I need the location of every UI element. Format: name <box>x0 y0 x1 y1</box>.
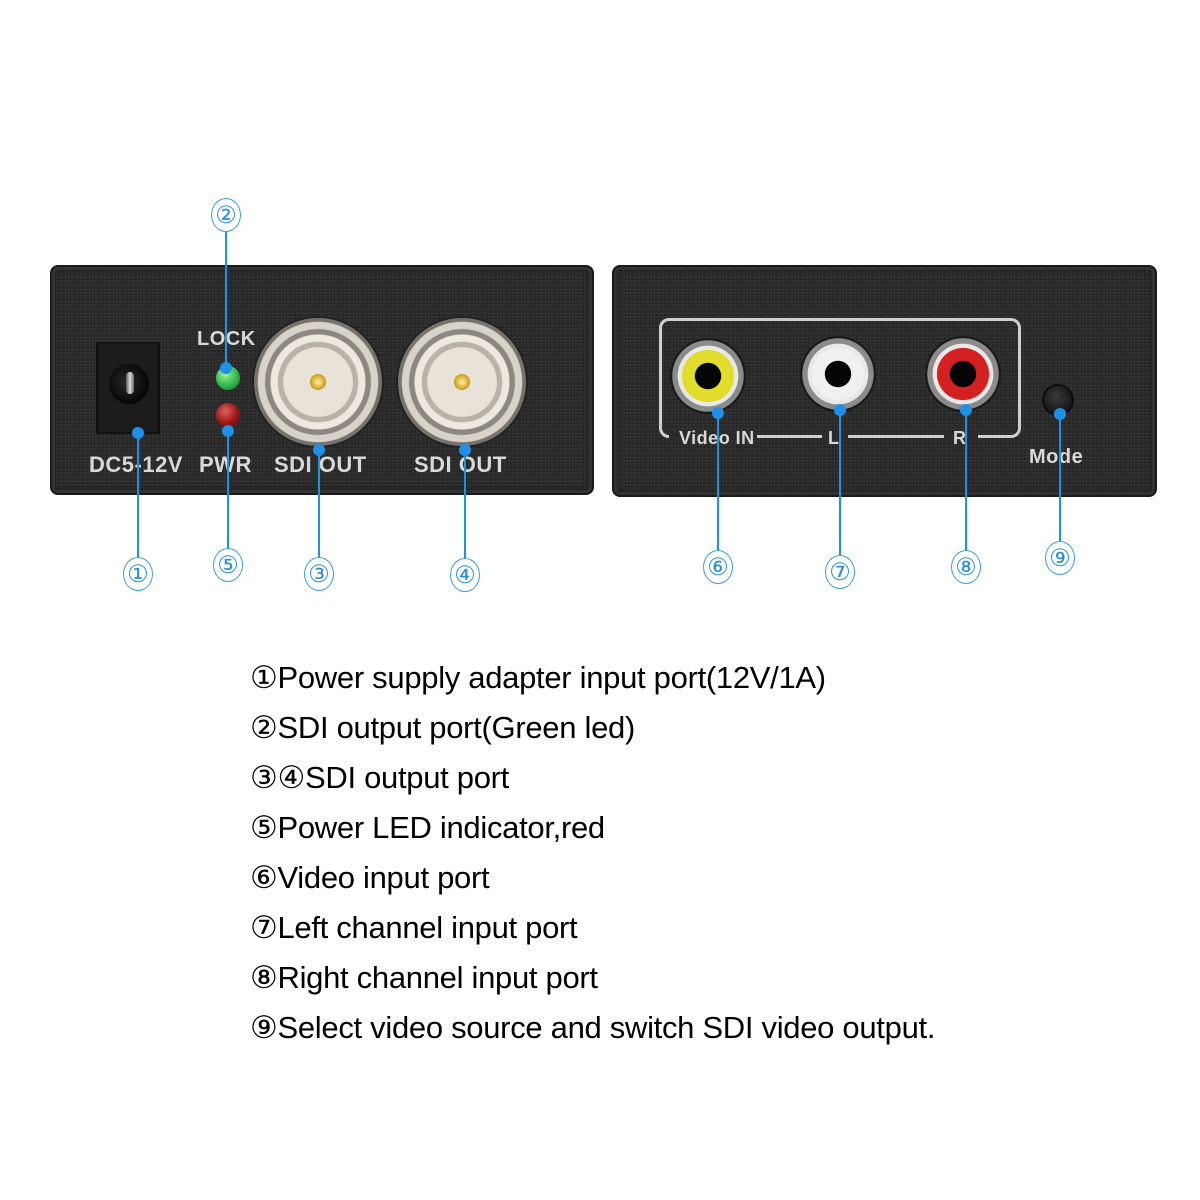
legend-item-8: ⑧Right channel input port <box>250 960 598 995</box>
video-in-rca-port[interactable] <box>670 338 746 414</box>
dc-label: DC5-12V <box>89 452 183 477</box>
power-led-icon <box>216 403 240 427</box>
callout-line-6 <box>717 413 719 550</box>
callout-line-3 <box>318 450 320 557</box>
video-in-label: Video IN <box>679 428 755 448</box>
legend-item-9: ⑨Select video source and switch SDI vide… <box>250 1010 936 1045</box>
legend-item-5: ⑤Power LED indicator,red <box>250 810 605 845</box>
sdi-out-label-1: SDI OUT <box>274 452 367 477</box>
callout-dot-2 <box>220 362 232 374</box>
bnc-center-pin <box>310 374 326 390</box>
callout-6: ⑥ <box>703 550 733 584</box>
callout-2: ② <box>211 198 241 232</box>
callout-4: ④ <box>450 558 480 592</box>
sdi-out-port-2[interactable] <box>398 318 526 446</box>
right-channel-label: R <box>953 428 967 448</box>
callout-line-7 <box>839 410 841 555</box>
callout-9: ⑨ <box>1045 541 1075 575</box>
pwr-label: PWR <box>199 452 252 477</box>
sdi-out-label-2: SDI OUT <box>414 452 507 477</box>
callout-line-8 <box>965 410 967 550</box>
callout-5: ⑤ <box>213 548 243 582</box>
callout-3: ③ <box>304 557 334 591</box>
callout-line-9 <box>1059 414 1061 542</box>
mode-label: Mode <box>1029 446 1084 468</box>
frame-gap <box>822 432 848 440</box>
audio-left-rca-port[interactable] <box>800 336 876 412</box>
dc-jack-pin <box>126 372 134 394</box>
callout-line-4 <box>464 450 466 558</box>
sdi-out-port-1[interactable] <box>254 318 382 446</box>
callout-7: ⑦ <box>825 555 855 589</box>
frame-gap <box>944 432 978 440</box>
left-channel-label: L <box>828 428 840 448</box>
legend-item-1: ①Power supply adapter input port(12V/1A) <box>250 660 826 695</box>
legend-item-3-4: ③④SDI output port <box>250 760 509 795</box>
port-legend: ①Power supply adapter input port(12V/1A)… <box>250 656 935 1056</box>
legend-item-2: ②SDI output port(Green led) <box>250 710 635 745</box>
callout-8: ⑧ <box>951 550 981 584</box>
callout-1: ① <box>123 557 153 591</box>
bnc-center-pin <box>454 374 470 390</box>
callout-line-1 <box>137 433 139 558</box>
callout-line-5 <box>227 431 229 548</box>
callout-line-2 <box>225 232 227 368</box>
dc-power-jack[interactable] <box>96 342 160 434</box>
audio-right-rca-port[interactable] <box>925 336 1001 412</box>
frame-gap <box>669 432 757 440</box>
legend-item-7: ⑦Left channel input port <box>250 910 578 945</box>
dc-jack-hole <box>109 364 149 404</box>
legend-item-6: ⑥Video input port <box>250 860 490 895</box>
